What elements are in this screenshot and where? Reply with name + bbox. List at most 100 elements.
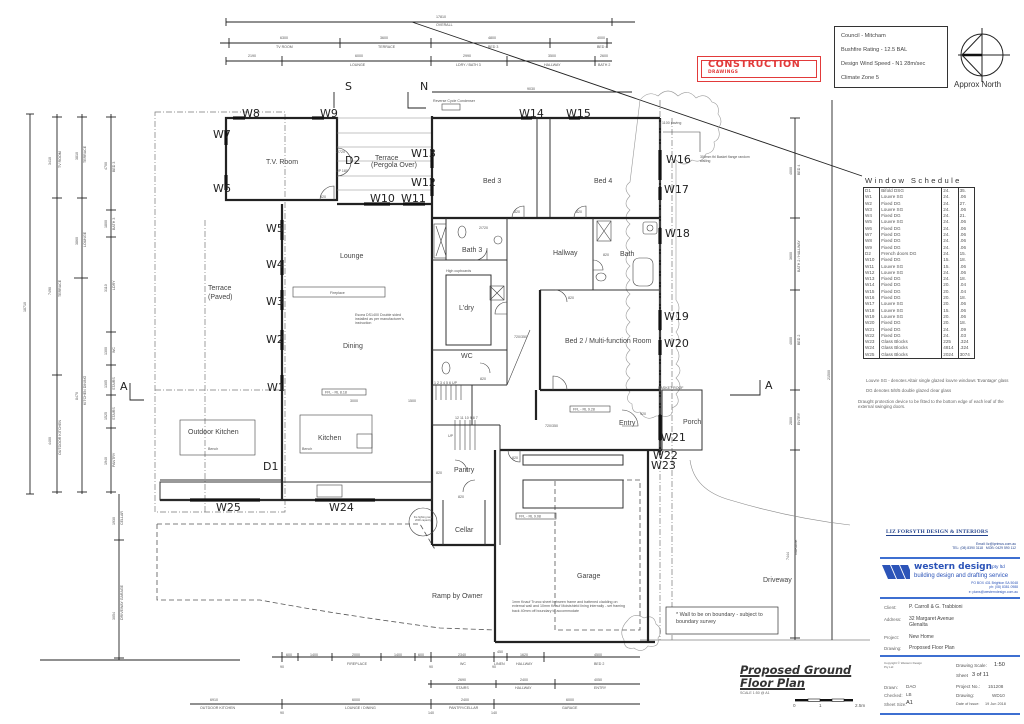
svg-text:3110: 3110 [104, 284, 108, 292]
svg-text:720/350: 720/350 [514, 335, 527, 339]
room-bed3: Bed 3 [483, 178, 501, 185]
scale-label: Drawing Scale: [956, 663, 987, 668]
svg-text:1620: 1620 [520, 653, 528, 657]
sheet-size-label: Sheet Size: [884, 702, 907, 707]
svg-text:FFL - RL 9.28: FFL - RL 9.28 [573, 408, 595, 412]
window-width: 18. [957, 295, 976, 302]
svg-text:ENTRY: ENTRY [797, 412, 801, 425]
room-bath: Bath [620, 251, 635, 258]
bottom-dimensions: 600 1400 2000 FIREPLACE 1400 600 2340 WC… [190, 650, 640, 715]
svg-text:PANTRY: PANTRY [112, 452, 116, 467]
window-tags: W1 W2 W3 W4 W5 W6 W7 W8 W9 W10 W11 W12 W… [213, 107, 691, 514]
window-height: 2024 [941, 351, 959, 360]
window-id: W21 [862, 326, 881, 333]
svg-text:4800: 4800 [488, 36, 496, 40]
svg-text:2600: 2600 [600, 54, 608, 58]
title-block-divider [880, 557, 1020, 559]
svg-text:21500: 21500 [827, 370, 831, 380]
window-width: .06 [957, 232, 976, 239]
svg-text:W3: W3 [266, 295, 284, 308]
section-markers: S N A A [120, 80, 773, 401]
window-width: .324 [957, 339, 976, 346]
svg-text:HALLWAY: HALLWAY [544, 63, 561, 67]
svg-text:N: N [420, 80, 428, 93]
svg-text:UP 180: UP 180 [336, 169, 348, 173]
svg-text:90: 90 [492, 665, 496, 669]
right-dimensions: 4000 BED 4 3600 BATH 2 / HALLWAY 4000 BE… [640, 100, 870, 641]
outdoor-kitchen-bench [179, 419, 256, 456]
drawn-label: Drawn: [884, 685, 898, 690]
window-id: W7 [862, 232, 881, 239]
drawing-no-label: Drawing: [956, 693, 975, 698]
ffl-box-upper [569, 405, 611, 413]
svg-text:High cupboards: High cupboards [446, 269, 471, 273]
window-width: .06 [957, 301, 976, 308]
ffl-box-garage [515, 512, 557, 520]
svg-text:600: 600 [418, 653, 424, 657]
svg-text:Fireplace: Fireplace [330, 291, 345, 295]
room-kitchen: Kitchen [318, 435, 341, 442]
window-width: .06 [957, 313, 976, 321]
room-bath3: Bath 3 [462, 247, 482, 254]
svg-text:W8: W8 [242, 107, 260, 120]
sheet-label: Sheet [956, 673, 969, 678]
window-id: W16 [862, 295, 881, 302]
svg-text:STAIRS: STAIRS [456, 686, 469, 690]
svg-text:90: 90 [280, 711, 284, 715]
svg-text:W23: W23 [651, 459, 676, 472]
svg-text:W9: W9 [320, 107, 338, 120]
window-id: W15 [862, 288, 881, 296]
issue-value: 19 Jun 2018 [985, 702, 1006, 706]
svg-text:1 2 3 4 5 6 UP: 1 2 3 4 5 6 UP [434, 381, 458, 385]
address-value: 32 Margaret Avenue Glenalta [909, 616, 954, 628]
title-block: LIZ FORSYTH DESIGN & INTERIORS Email: li… [876, 525, 1024, 724]
top-dimensions: 17810 OVERALL 6300 TV ROOM 3600 TERRACE … [220, 15, 635, 93]
bushfire-line: Bushfire Rating - 12.5 BAL [841, 47, 908, 53]
svg-text:820: 820 [514, 210, 520, 214]
north-arrow-icon [958, 28, 1010, 82]
window-width: .06 [957, 206, 976, 214]
window-width: 18. [957, 276, 976, 283]
svg-text:GARAGE: GARAGE [794, 539, 798, 555]
svg-text:BED 2: BED 2 [594, 662, 604, 666]
svg-text:820: 820 [603, 253, 609, 257]
window-id: W10 [862, 257, 881, 264]
svg-text:W19: W19 [664, 310, 689, 323]
scale-value: 1:50 [994, 662, 1005, 668]
svg-text:820: 820 [568, 296, 574, 300]
svg-text:2000: 2000 [352, 653, 360, 657]
svg-text:4700: 4700 [104, 162, 108, 170]
room-pantry: Pantry [454, 467, 475, 474]
svg-text:BED 2: BED 2 [797, 335, 801, 345]
stamp-sub-text: DRAWINGS [708, 70, 739, 75]
svg-text:450: 450 [497, 650, 503, 654]
drawing-scale-note: SCALE 1:50 @ A1 [740, 691, 770, 695]
terrace-boundary [154, 111, 286, 513]
svg-text:D2: D2 [345, 154, 360, 167]
svg-text:W12: W12 [411, 176, 436, 189]
svg-text:1800: 1800 [104, 220, 108, 228]
tv-door [319, 185, 335, 201]
svg-text:LDRY / BATH 3: LDRY / BATH 3 [456, 63, 481, 67]
room-hallway: Hallway [553, 250, 578, 257]
svg-text:STAIRS: STAIRS [112, 407, 116, 420]
window-width: 3074 [957, 351, 976, 360]
room-lounge: Lounge [340, 253, 363, 260]
scalebar-2: 2.5m [855, 703, 866, 708]
room-wc: WC [461, 353, 473, 360]
svg-text:W20: W20 [664, 337, 689, 350]
svg-text:4400: 4400 [48, 437, 52, 445]
window-width: .06 [957, 269, 976, 277]
svg-text:4000: 4000 [789, 167, 793, 175]
svg-text:6300: 6300 [280, 36, 288, 40]
